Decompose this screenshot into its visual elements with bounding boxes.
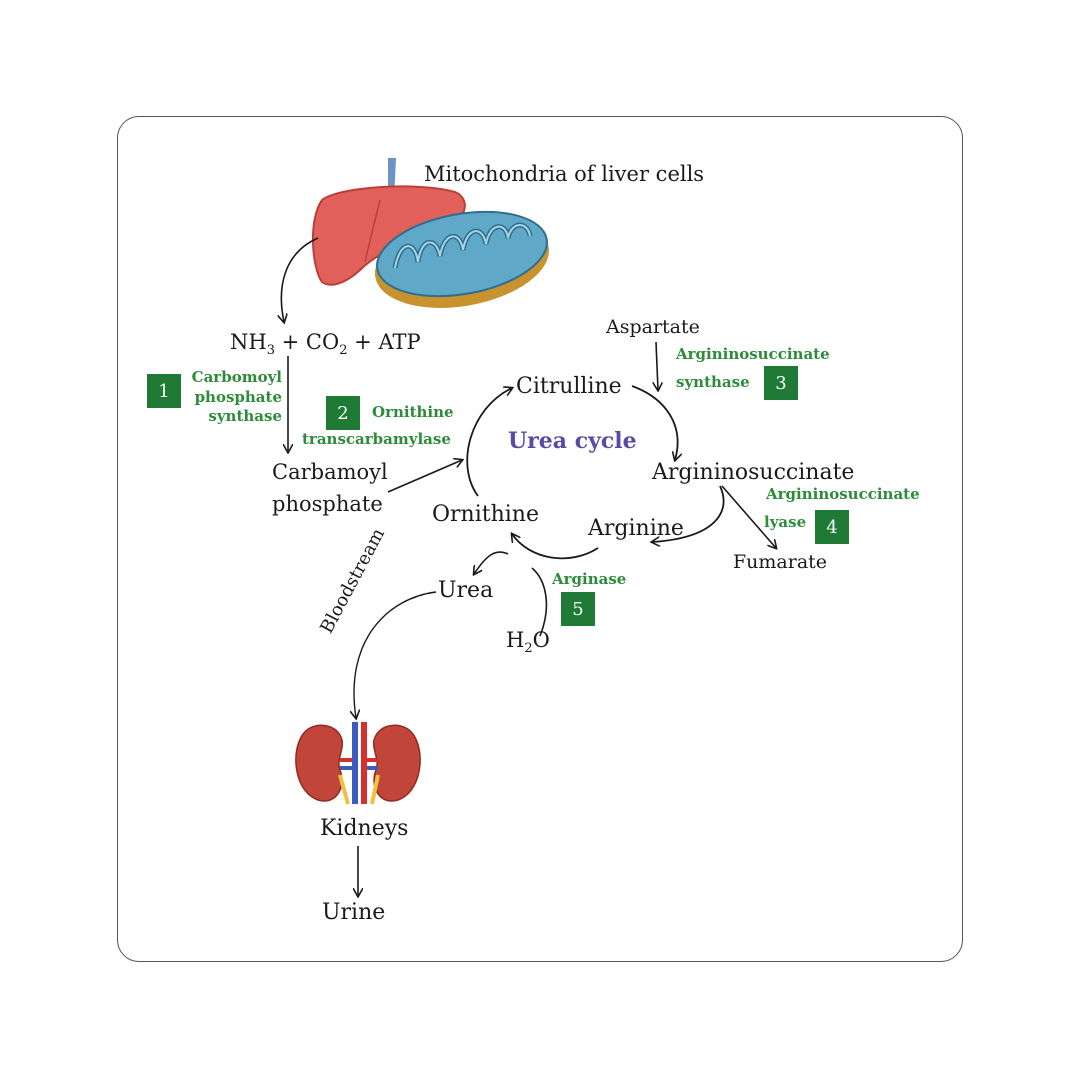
ornithine-label: Ornithine (432, 502, 539, 527)
enzyme-4-line-1: Argininosuccinate (766, 485, 920, 503)
carbamoyl-label-line-1: Carbamoyl (272, 460, 388, 484)
water-label: H2O (506, 628, 550, 657)
enzyme-4-badge: 4 (815, 510, 849, 544)
co2-text: + CO (274, 330, 340, 354)
nh3-subscript: 3 (266, 343, 275, 359)
enzyme-1-line-2: phosphate (194, 387, 282, 406)
urine-label: Urine (322, 900, 386, 925)
carbamoyl-label-line-2: phosphate (272, 492, 383, 516)
water-o: O (532, 628, 550, 652)
mitochondria-icon (375, 210, 549, 308)
fumarate-label: Fumarate (733, 551, 828, 573)
argininosuccinate-label: Argininosuccinate (652, 460, 855, 485)
urea-label: Urea (438, 578, 494, 603)
enzyme-5-badge: 5 (561, 592, 595, 626)
enzyme-3-badge: 3 (764, 366, 798, 400)
atp-text: + ATP (347, 330, 421, 354)
enzyme-3-line-1: Argininosuccinate (676, 345, 830, 363)
enzyme-2-line-2: transcarbamylase (302, 430, 451, 448)
enzyme-1-badge: 1 (147, 374, 181, 408)
enzyme-1-label: Carbomoyl phosphate synthase (186, 368, 282, 427)
enzyme-1-line-1: Carbomoyl (191, 368, 282, 386)
enzyme-5-label: Arginase (552, 570, 627, 588)
co2-subscript: 2 (339, 343, 348, 359)
citrulline-label: Citrulline (516, 374, 622, 399)
aspartate-label: Aspartate (606, 316, 700, 338)
enzyme-1-line-3: synthase (208, 407, 282, 425)
enzyme-2-line-1: Ornithine (372, 403, 454, 421)
kidneys-icon (295, 722, 421, 805)
arginine-label: Arginine (588, 516, 684, 541)
cycle-title: Urea cycle (508, 428, 637, 454)
water-h: H (506, 628, 525, 652)
water-subscript: 2 (524, 641, 533, 657)
nh3-text: NH (230, 330, 267, 354)
diagram-title: Mitochondria of liver cells (424, 162, 705, 186)
enzyme-3-line-2: synthase (676, 373, 750, 391)
reactants-label: NH3 + CO2 + ATP (230, 330, 421, 359)
enzyme-4-line-2: lyase (764, 513, 807, 531)
kidneys-label: Kidneys (320, 816, 409, 841)
enzyme-2-badge: 2 (326, 396, 360, 430)
